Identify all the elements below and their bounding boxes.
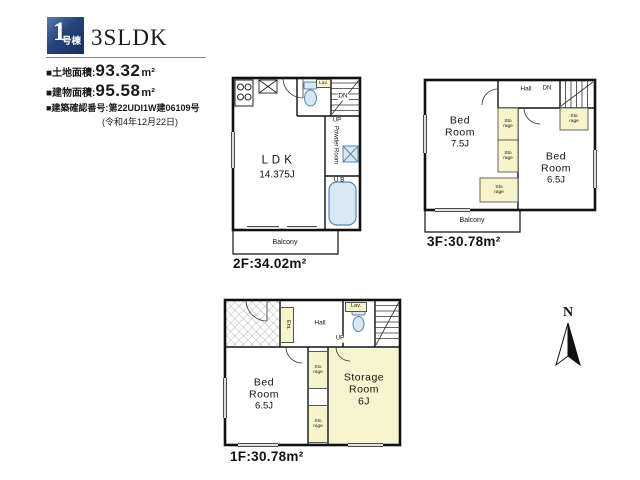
building-area-unit: m² [141,87,155,99]
floor3-plan-drawing [423,78,597,233]
land-area-unit: m² [141,67,155,79]
floor3-stairs-icon [560,80,594,108]
floor1-plan: Ent. Hall UP Lav. Sto rage Sto rage Bed … [218,293,408,463]
hall-label: Hall [520,85,532,93]
page-title: 3SLDK [91,25,168,50]
floor1-door-arcs [245,299,351,364]
land-area-value: 93.32 [95,61,141,80]
land-area-label: ■土地面積: [46,68,96,79]
badge-number: 1 [53,17,66,46]
building-area-label: ■建物面積: [46,88,96,99]
storage-label: Sto rage [503,150,513,161]
floor3-caption: 3F:30.78m² [427,234,501,249]
floor2-caption: 2F:34.02m² [233,256,307,271]
floor3-plan: Hall DN Bed Room 7.5J Bed Room 6.5J Sto … [420,75,600,240]
confirmation-date: (令和4年12月22日) [102,117,179,127]
bedroom-left-size-label: 7.5J [451,138,469,150]
header-divider [46,57,206,58]
ub-label: U B [333,176,345,184]
down-stairs-label: DN [337,93,349,101]
floor2-plan-drawing [231,76,362,255]
lavatory-tag: Lav. [316,79,331,88]
bathtub-icon [328,181,357,226]
door-arc-icon [282,77,304,99]
up-stairs-label: UP [331,117,343,125]
confirmation-label: ■建築確認番号: [46,103,109,113]
floor2-window-marks [231,132,317,230]
floor1-stairs-icon [375,301,400,346]
north-arrow-icon [555,322,581,367]
storage-label: Sto rage [494,184,504,195]
powder-room-label: Powder Room [332,125,339,165]
bedroom-label: Bed Room [248,376,280,400]
compass: N [548,305,588,373]
porch-tile-area [226,301,280,346]
hall-label: Hall [314,319,326,327]
entrance-tag: Ent. [280,307,294,343]
floor2-stairs-icon [331,79,360,115]
floor1-walls [223,298,402,447]
storage-room-floor [329,348,399,444]
bedroom-left-label: Bed Room [444,114,476,138]
toilet-icon [351,308,366,332]
down-stairs-label: DN [541,85,553,93]
storage-label: Sto rage [313,418,323,429]
lavatory-label: Lav. [319,80,328,86]
storage-box: Sto rage [308,405,328,443]
floor3-storage-boxes [479,107,589,203]
lavatory-label: Lav. [351,303,361,310]
bedroom-size-label: 6.5J [255,400,273,412]
entrance-label: Ent. [284,320,291,330]
ldk-size-label: 14.375J [259,169,295,181]
storage-label: Sto rage [569,113,579,124]
storage-room-label: Storage Room 6J [343,371,385,407]
ldk-label: L D K [261,154,293,167]
storage-box: Sto rage [308,351,328,389]
bedroom-right-size-label: 6.5J [547,174,565,186]
confirmation-value: 第22UDI1W建06109号 [108,103,200,113]
lavatory-tag: Lav. [345,302,367,312]
washbasin-icon [342,145,359,163]
floor2-plan: L D K 14.375J Powder Room U B Lav. DN UP… [225,70,365,265]
building-number-badge: 1 号棟 [47,17,84,54]
north-label: N [562,305,574,320]
bedroom-right-label: Bed Room [540,150,572,174]
balcony-label: Balcony [272,239,298,247]
balcony-label: Balcony [459,217,485,225]
property-details: ■土地面積: 93.32 m² ■建物面積: 95.58 m² ■建築確認番号:… [46,61,231,128]
land-area-line: ■土地面積: 93.32 m² [46,61,231,81]
storage-label: Sto rage [313,364,323,375]
floor3-door-arcs [481,88,541,125]
kitchen-sink-icon [258,79,278,94]
building-area-value: 95.58 [95,81,141,100]
building-area-line: ■建物面積: 95.58 m² [46,81,231,101]
stove-icon [234,79,254,107]
floor3-window-marks [423,115,597,212]
floor1-window-marks [223,378,383,447]
toilet-icon [303,81,318,107]
floor1-plan-drawing [223,298,402,447]
badge-suffix: 号棟 [61,36,81,47]
floor1-caption: 1F:30.78m² [230,449,304,464]
confirmation-number-line: ■建築確認番号: 第22UDI1W建06109号 [46,101,231,114]
storage-label: Sto rage [503,118,513,129]
up-stairs-label: UP [334,335,346,343]
